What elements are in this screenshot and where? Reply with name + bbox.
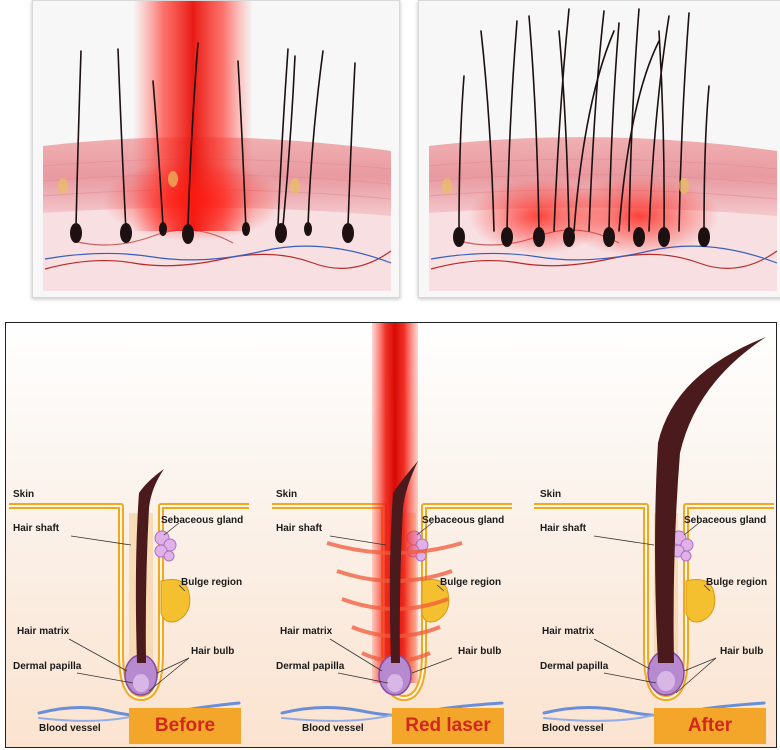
label-skin: Skin [276,489,298,500]
label-sebaceous-gland: Sebaceous gland [161,515,244,526]
stage-badge-red-laser: Red laser [392,708,504,744]
label-dermal-papilla: Dermal papilla [276,661,345,672]
label-blood-vessel: Blood vessel [542,723,604,734]
label-sebaceous-gland: Sebaceous gland [422,515,505,526]
dermal-papilla-shape [133,674,149,692]
scalp-after-illustration [428,8,778,291]
label-skin: Skin [13,489,35,500]
follicle-laser-svg [272,323,512,722]
label-bulge-region: Bulge region [181,577,243,588]
label-hair-matrix: Hair matrix [17,626,70,637]
label-hair-shaft: Hair shaft [13,523,60,534]
long-hair-shaft-shape [655,337,766,663]
label-blood-vessel: Blood vessel [39,723,101,734]
label-hair-matrix: Hair matrix [542,626,595,637]
top-left-panel-before [32,0,400,298]
label-hair-bulb: Hair bulb [720,646,764,657]
follicle-diagram-frame: Skin Hair shaft Sebaceous gland Bulge re… [5,322,777,748]
label-hair-shaft: Hair shaft [540,523,587,534]
label-hair-bulb: Hair bulb [191,646,235,657]
top-right-panel-after [418,0,780,298]
stage-badge-before: Before [129,708,241,744]
bulge-region-shape [160,579,191,623]
label-bulge-region: Bulge region [440,577,502,588]
label-hair-shaft: Hair shaft [276,523,323,534]
label-skin: Skin [540,489,562,500]
label-bulge-region: Bulge region [706,577,768,588]
hair-shaft-shape [135,469,164,663]
label-blood-vessel: Blood vessel [302,723,364,734]
label-hair-matrix: Hair matrix [280,626,333,637]
scalp-before-illustration [42,1,392,291]
follicle-before-svg [9,469,249,722]
sebaceous-gland-shape [154,530,177,562]
panel-after: Skin Hair shaft Sebaceous gland Bulge re… [534,323,776,747]
panel-before: Skin Hair shaft Sebaceous gland Bulge re… [9,323,259,747]
stage-badge-after: After [654,708,766,744]
label-sebaceous-gland: Sebaceous gland [684,515,767,526]
follicle-after-svg [534,337,774,722]
label-dermal-papilla: Dermal papilla [13,661,82,672]
panel-red-laser: Skin Hair shaft Sebaceous gland Bulge re… [272,323,522,747]
label-hair-bulb: Hair bulb [458,646,502,657]
label-dermal-papilla: Dermal papilla [540,661,609,672]
